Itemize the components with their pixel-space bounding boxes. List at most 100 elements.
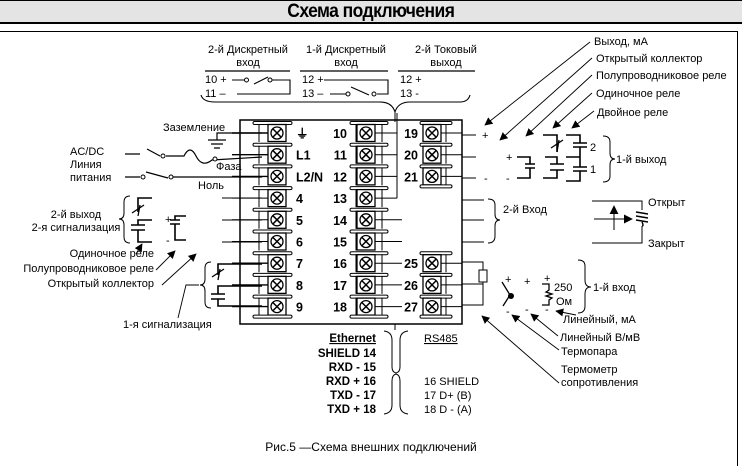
terminal-number: 13: [333, 192, 347, 206]
col1-terminal[interactable]: L1: [252, 142, 311, 164]
terminal-number: 15: [333, 236, 347, 250]
screw-icon: [356, 275, 376, 295]
output2-label-line1: 2-й выход: [51, 209, 102, 221]
col1-terminal[interactable]: 9: [252, 294, 303, 316]
screw-icon: [356, 123, 376, 143]
screw-icon: [356, 210, 376, 230]
plus-sign: +: [506, 152, 512, 164]
output-type-ma: Выход, мА: [594, 36, 649, 48]
title: вход: [236, 57, 260, 69]
terminal-number: 11: [334, 149, 347, 163]
col3-top-terminal[interactable]: 19: [404, 121, 453, 143]
screw-icon: [422, 253, 442, 273]
rs485-row: 16 SHIELD: [424, 376, 479, 388]
ethernet-row: SHIELD 14: [318, 348, 377, 360]
terminal-rail: [419, 314, 453, 319]
ssr-symbol: [517, 156, 535, 179]
output2-label-line2: 2-я сигнализация: [32, 222, 121, 234]
col3-top-terminal[interactable]: 21: [404, 164, 453, 186]
col1-terminal[interactable]: 6: [252, 229, 303, 251]
terminal-number: 18: [333, 301, 347, 315]
input-type-thermocouple: Термопара: [561, 346, 618, 358]
terminal-block-body: [239, 119, 463, 325]
terminal-number: ⏚: [296, 127, 309, 141]
screw-icon: [422, 123, 442, 143]
col1-terminal[interactable]: L2/N: [252, 164, 323, 186]
ethernet-title: Ethernet: [329, 333, 376, 345]
col2-terminal[interactable]: 10: [333, 121, 389, 143]
terminal-number: 7: [296, 257, 303, 271]
col3-bottom-terminal[interactable]: 27: [404, 294, 453, 316]
col2-terminal[interactable]: 12: [333, 164, 389, 186]
terminal-number: 12: [333, 170, 347, 184]
output2-type-open-collector: Открытый коллектор: [48, 278, 154, 290]
screw-icon: [356, 232, 376, 251]
relay-1-label: 1: [590, 164, 596, 176]
screw-icon: [422, 297, 442, 316]
screw-icon: [356, 145, 376, 164]
screw-icon: [356, 253, 376, 273]
title: вход: [334, 57, 358, 69]
input1-label: 1-й вход: [593, 282, 636, 294]
top-input-1st-discrete: 1-й Дискретный вход 12 + 13 –: [300, 44, 389, 100]
screw-icon: [267, 210, 287, 230]
col1-terminal[interactable]: 5: [252, 207, 303, 230]
terminal-number: 27: [404, 301, 418, 315]
relay-2-label: 2: [590, 142, 596, 154]
top-input-2nd-discrete: 2-й Дискретный вход 10 + 11 –: [205, 44, 291, 100]
neutral-label: Ноль: [198, 180, 224, 192]
output-type-open-collector: Открытый коллектор: [596, 53, 702, 65]
terminal-number: 26: [404, 279, 418, 293]
col1-terminal[interactable]: 4: [252, 186, 303, 208]
comm-section: Ethernet SHIELD 14 RXD - 15 RXD + 16 TXD…: [318, 324, 479, 416]
terminal-number: 16: [333, 257, 347, 271]
terminal-number: 6: [296, 236, 303, 250]
terminal-number: 10: [333, 127, 347, 141]
screw-icon: [422, 145, 442, 164]
title: 1-й Дискретный: [306, 44, 386, 56]
ethernet-row: RXD + 16: [326, 376, 376, 388]
plus-sign: +: [505, 274, 511, 286]
screw-icon: [356, 167, 376, 186]
terminal-label: 10 +: [205, 74, 227, 86]
output2-type-single-relay: Одиночное реле: [70, 248, 154, 260]
input-type-rtd-line1: Термометр: [561, 364, 618, 376]
col2-terminal[interactable]: 13: [333, 186, 389, 208]
output-type-ssr: Полупроводниковое реле: [596, 70, 727, 82]
col1-terminal[interactable]: 8: [252, 272, 303, 295]
col3-bottom-terminal[interactable]: 25: [404, 251, 453, 273]
screw-icon: [356, 188, 376, 208]
minus-sign: -: [484, 173, 488, 185]
col2-terminal[interactable]: 17: [333, 272, 389, 295]
dual-relay-symbol: [566, 134, 587, 182]
col2-terminal[interactable]: 14: [333, 207, 389, 230]
col1-terminal[interactable]: ⏚: [252, 121, 309, 143]
header-bar: Схема подключения: [0, 0, 742, 24]
terminal-number: 20: [404, 149, 418, 163]
output2-type-ssr: Полупроводниковое реле: [23, 263, 154, 275]
terminal-rail: [252, 314, 293, 319]
col2-terminal[interactable]: 11: [334, 142, 389, 164]
col1-terminal[interactable]: 7: [252, 251, 303, 273]
terminal-number: 8: [296, 279, 303, 293]
output1-types: Выход, мА Открытый коллектор Полупроводн…: [484, 36, 727, 141]
terminal-rail: [349, 314, 389, 319]
plus-sign: +: [165, 214, 171, 226]
terminal-block: ⏚L1L2/N456789101112131415161718192021252…: [232, 113, 462, 319]
resistor-value: 250: [554, 282, 572, 294]
phase-label: Фаза: [216, 161, 242, 173]
col3-top-terminal[interactable]: 20: [404, 142, 453, 164]
output1-wiring: + - + - 2 1 1-й выход: [462, 130, 667, 185]
terminal-number: 4: [296, 192, 303, 206]
col3-bottom-terminal[interactable]: 26: [404, 272, 453, 295]
screw-icon: [267, 232, 287, 251]
page-title: Схема подключения: [287, 1, 455, 22]
screw-icon: [267, 145, 287, 164]
terminal-number: 25: [404, 257, 418, 271]
terminal-number: 9: [296, 301, 303, 315]
col2-terminal[interactable]: 15: [333, 229, 389, 251]
terminal-number: 14: [333, 214, 347, 228]
col2-terminal[interactable]: 18: [333, 294, 389, 316]
col2-terminal[interactable]: 16: [333, 251, 389, 273]
